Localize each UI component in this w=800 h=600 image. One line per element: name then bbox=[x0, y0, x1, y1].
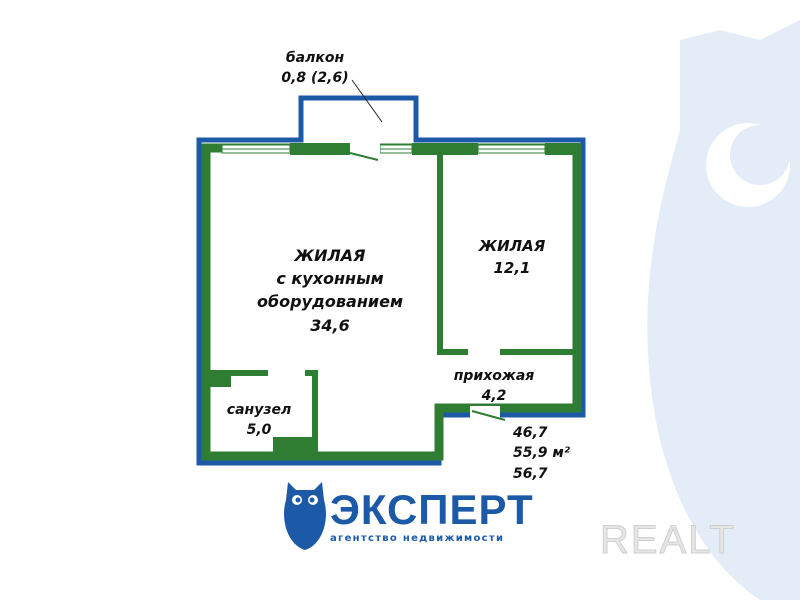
owl-logo-icon bbox=[284, 482, 326, 550]
windows bbox=[221, 144, 546, 154]
balcony-area: 0,8 (2,6) bbox=[281, 70, 349, 87]
entrance-door bbox=[471, 410, 506, 421]
total-with-balcony: 56,7 bbox=[513, 465, 548, 482]
realt-watermark: REALT bbox=[600, 518, 736, 563]
living-kitchen-title: ЖИЛАЯ bbox=[294, 246, 366, 265]
hallway-label: прихожая 4,2 bbox=[444, 366, 544, 407]
living-room-label: ЖИЛАЯ 12,1 bbox=[462, 236, 562, 280]
balcony-label: балкон 0,8 (2,6) bbox=[270, 48, 360, 89]
outer-wall bbox=[196, 95, 586, 466]
hallway-area: 4,2 bbox=[481, 388, 507, 405]
logo-subtitle: агентство недвижимости bbox=[330, 533, 505, 544]
balcony-leader-line bbox=[351, 79, 383, 123]
totals: 46,7 55,9 м² 56,7 bbox=[513, 423, 570, 484]
interior-walls bbox=[205, 143, 581, 458]
logo-title: ЭКСПЕРТ bbox=[330, 486, 534, 533]
balcony-name: балкон bbox=[285, 50, 345, 66]
bathroom-area: 5,0 bbox=[246, 422, 272, 439]
living-kitchen-label: ЖИЛАЯ с кухонным оборудованием 34,6 bbox=[230, 244, 430, 337]
living-kitchen-area: 34,6 bbox=[310, 315, 350, 335]
area-unit: м² bbox=[552, 445, 570, 462]
bathroom-name: санузел bbox=[226, 402, 292, 418]
living-kitchen-line2: с кухонным bbox=[276, 269, 384, 289]
total-area: 55,9 bbox=[513, 445, 548, 462]
living-room-area: 12,1 bbox=[493, 258, 531, 277]
balcony-inner bbox=[305, 102, 412, 142]
bathroom-label: санузел 5,0 bbox=[214, 400, 304, 441]
hallway-name: прихожая bbox=[453, 368, 535, 384]
balcony-door bbox=[349, 152, 379, 161]
living-kitchen-line3: оборудованием bbox=[256, 292, 404, 312]
living-area-total: 46,7 bbox=[513, 425, 548, 441]
living-room-title: ЖИЛАЯ bbox=[478, 237, 546, 255]
owl-watermark-icon bbox=[647, 20, 800, 600]
